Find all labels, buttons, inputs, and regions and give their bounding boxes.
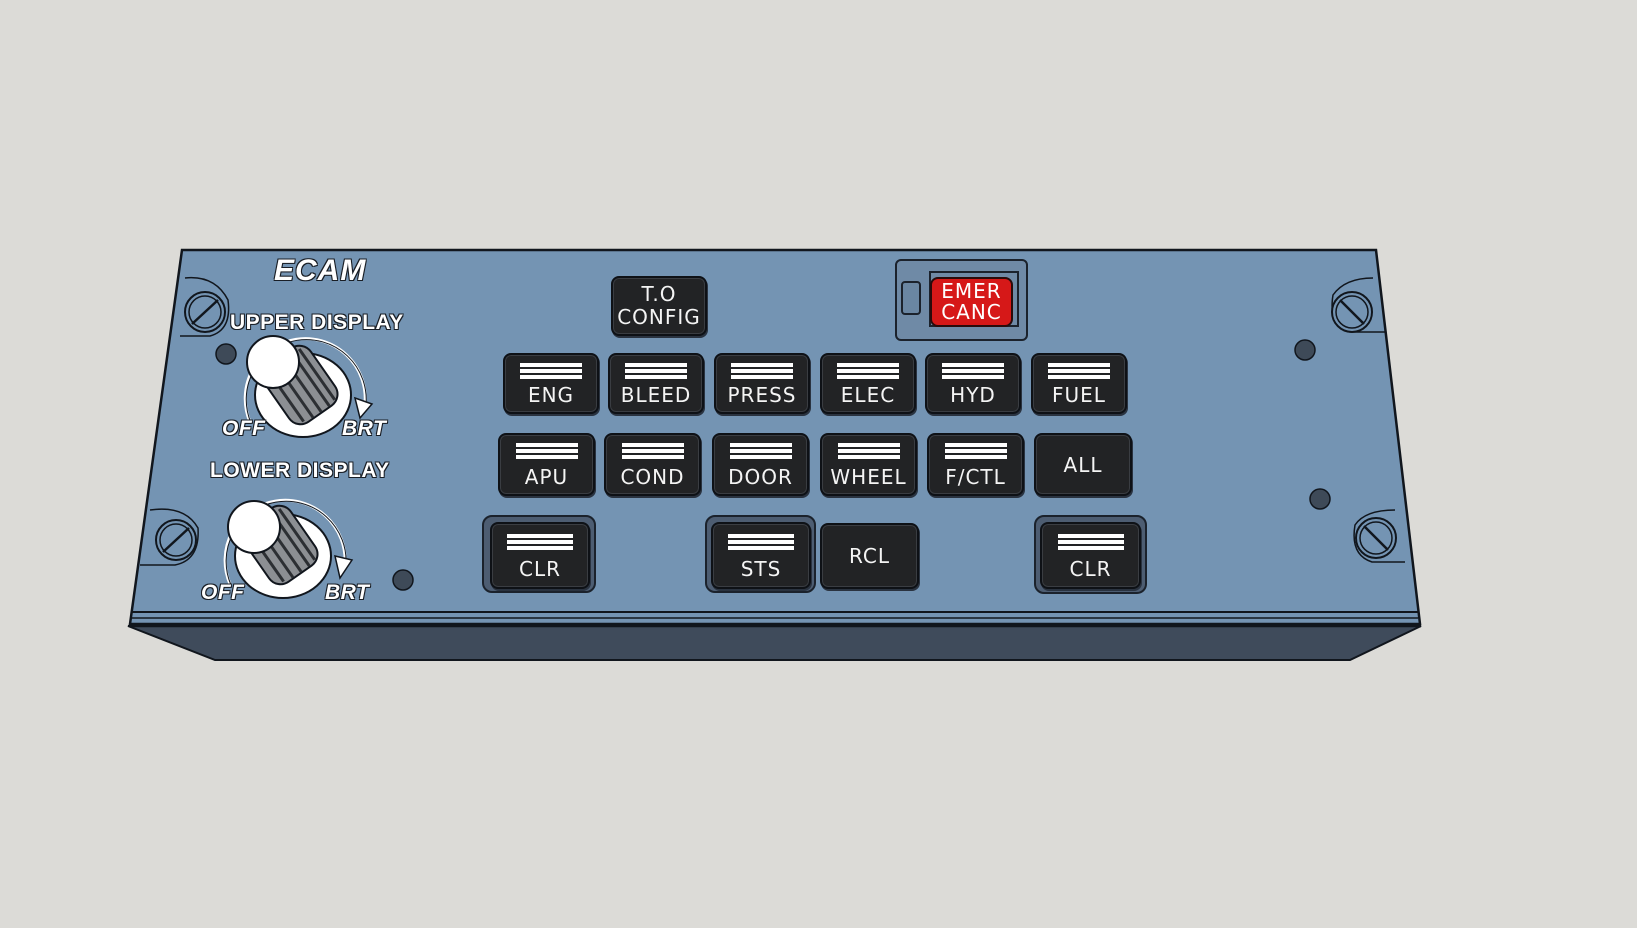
indicator-bars-icon <box>729 443 792 461</box>
upper-display-brightness-knob[interactable] <box>240 330 360 430</box>
bleed-button[interactable]: BLEED <box>608 353 704 414</box>
clr-right-label: CLR <box>1069 557 1112 581</box>
hyd-label: HYD <box>950 383 996 407</box>
rcl-button[interactable]: RCL <box>820 523 919 589</box>
press-button[interactable]: PRESS <box>714 353 810 414</box>
apu-label: APU <box>524 465 569 489</box>
eng-button[interactable]: ENG <box>503 353 599 414</box>
sts-button[interactable]: STS <box>711 522 811 589</box>
indicator-bars-icon <box>1057 534 1124 552</box>
cond-label: COND <box>620 465 685 489</box>
door-label: DOOR <box>728 465 793 489</box>
screw-icon <box>1355 517 1397 559</box>
to-config-label: T.O CONFIG <box>613 283 705 329</box>
lower-display-brt-label: BRT <box>324 581 370 605</box>
sts-label: STS <box>740 557 782 581</box>
eng-label: ENG <box>527 383 575 407</box>
bleed-label: BLEED <box>620 383 692 407</box>
indicator-bars-icon <box>507 534 573 552</box>
wheel-label: WHEEL <box>830 465 907 489</box>
indicator-bars-icon <box>837 443 900 461</box>
screw-icon <box>155 519 197 561</box>
emer-canc-line1: EMER <box>941 279 1002 303</box>
to-config-line2: CONFIG <box>617 305 701 329</box>
fuel-button[interactable]: FUEL <box>1031 353 1127 414</box>
lower-display-label: LOWER DISPLAY <box>210 459 390 483</box>
fctl-button[interactable]: F/CTL <box>927 433 1024 496</box>
upper-display-brt-label: BRT <box>341 417 387 441</box>
lower-display-knob <box>223 498 354 599</box>
indicator-bars-icon <box>728 534 794 552</box>
indicator-bars-icon <box>625 363 687 381</box>
screw-icon <box>1331 291 1373 333</box>
to-config-line1: T.O <box>641 282 677 306</box>
all-button[interactable]: ALL <box>1034 433 1132 496</box>
elec-button[interactable]: ELEC <box>820 353 916 414</box>
indicator-bars-icon <box>731 363 793 381</box>
emer-canc-line2: CANC <box>941 300 1002 324</box>
hyd-button[interactable]: HYD <box>925 353 1021 414</box>
fctl-label: F/CTL <box>945 465 1006 489</box>
elec-label: ELEC <box>840 383 896 407</box>
cond-button[interactable]: COND <box>604 433 701 496</box>
indicator-bars-icon <box>942 363 1004 381</box>
apu-button[interactable]: APU <box>498 433 595 496</box>
lower-display-off-label: OFF <box>201 581 245 605</box>
upper-display-knob <box>243 335 374 438</box>
indicator-bars-icon <box>1048 363 1110 381</box>
indicator-bars-icon <box>520 363 582 381</box>
indicator-bars-icon <box>515 443 578 461</box>
screw-icon <box>184 291 226 333</box>
indicator-bars-icon <box>621 443 684 461</box>
door-button[interactable]: DOOR <box>712 433 809 496</box>
clr-right-button[interactable]: CLR <box>1040 522 1141 589</box>
emer-canc-button[interactable]: EMER CANC <box>930 277 1013 327</box>
fuel-label: FUEL <box>1052 383 1106 407</box>
wheel-button[interactable]: WHEEL <box>820 433 917 496</box>
press-label: PRESS <box>727 383 797 407</box>
clr-left-label: CLR <box>518 557 561 581</box>
all-label: ALL <box>1063 452 1103 477</box>
upper-display-label: UPPER DISPLAY <box>230 311 404 335</box>
to-config-button[interactable]: T.O CONFIG <box>611 276 707 336</box>
indicator-bars-icon <box>837 363 899 381</box>
guard-hinge <box>901 281 921 315</box>
lower-display-brightness-knob[interactable] <box>220 490 340 590</box>
panel-title: ECAM <box>273 254 367 288</box>
indicator-bars-icon <box>944 443 1007 461</box>
rcl-label: RCL <box>848 544 890 568</box>
upper-display-off-label: OFF <box>222 417 266 441</box>
clr-left-button[interactable]: CLR <box>490 522 590 589</box>
emer-canc-label: EMER CANC <box>932 281 1011 323</box>
